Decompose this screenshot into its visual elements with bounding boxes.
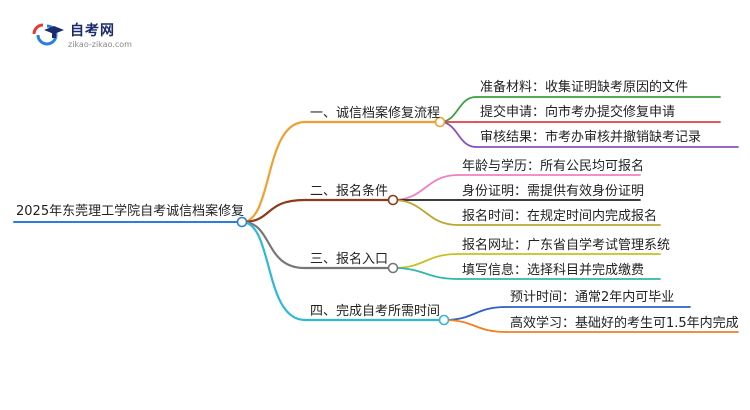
leaf-connector xyxy=(392,174,459,201)
leaf-label: 年龄与学历：所有公民均可报名 xyxy=(462,159,645,174)
leaf-label: 报名时间：在规定时间内完成报名 xyxy=(462,209,658,224)
leaf-label: 报名网址：广东省自学考试管理系统 xyxy=(462,238,671,253)
leaf-connector xyxy=(439,96,477,123)
branch-connector xyxy=(240,198,307,224)
leaf-connector xyxy=(392,199,459,226)
branch-node-dot xyxy=(438,314,450,326)
leaf-connector xyxy=(443,319,507,333)
leaf-label: 填写信息：选择科目并完成缴费 xyxy=(462,263,645,278)
branch-label-duration: 四、完成自考所需时间 xyxy=(310,304,441,319)
leaf-connector xyxy=(439,121,477,148)
leaf-label: 预计时间：通常2年内可毕业 xyxy=(510,290,675,305)
logo-brand-text: 自考网 xyxy=(70,23,115,39)
branch-connector xyxy=(240,220,307,322)
branch-node-dot xyxy=(434,116,446,128)
leaf-label: 高效学习：基础好的考生可1.5年内完成 xyxy=(510,316,739,331)
leaf-label: 提交申请：向市考办提交修复申请 xyxy=(480,105,676,120)
site-logo[interactable]: 自考网 zikao-zikao.com xyxy=(30,18,140,52)
leaf-connector xyxy=(392,267,459,280)
branch-node-dot xyxy=(387,262,399,274)
branch-node-dot xyxy=(387,194,399,206)
leaf-label: 准备材料：收集证明缺考原因的文件 xyxy=(480,80,689,95)
graduation-cap-icon xyxy=(32,23,64,46)
root-node-label: 2025年东莞理工学院自考诚信档案修复 xyxy=(16,204,245,219)
branch-label-entry: 三、报名入口 xyxy=(310,252,389,267)
logo-url-text: zikao-zikao.com xyxy=(68,40,132,49)
leaf-label: 身份证明：需提供有效身份证明 xyxy=(462,184,645,199)
root-node-dot xyxy=(236,216,248,228)
branch-label-conditions: 二、报名条件 xyxy=(310,184,389,199)
leaf-connector xyxy=(443,306,507,321)
branch-connector xyxy=(240,220,307,270)
leaf-label: 审核结果：市考办审核并撤销缺考记录 xyxy=(480,130,702,145)
leaf-connector xyxy=(392,253,459,269)
branch-connector xyxy=(240,120,307,224)
branch-label-process: 一、诚信档案修复流程 xyxy=(310,106,441,121)
